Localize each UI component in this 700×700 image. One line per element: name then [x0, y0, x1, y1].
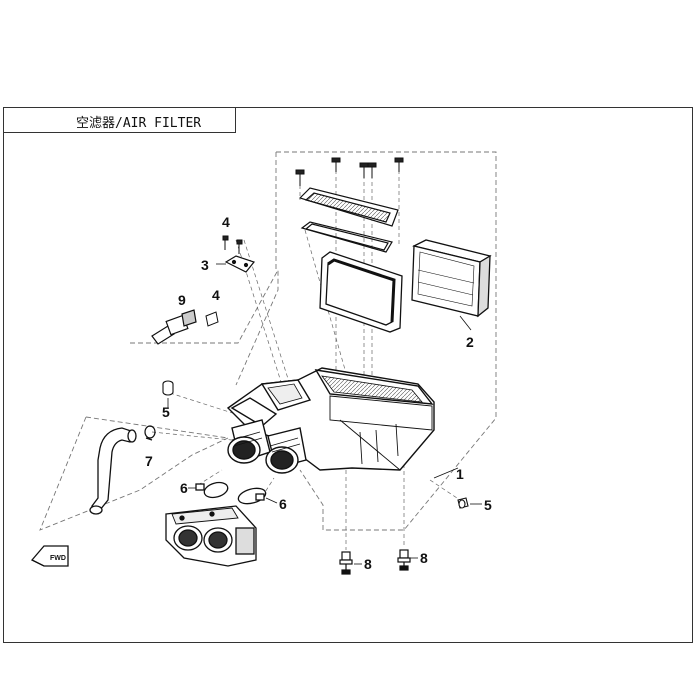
callout-4-upper: 4 [222, 214, 230, 230]
bolt-icon [295, 169, 305, 186]
bottom-bolts [339, 549, 411, 575]
callout-3: 3 [201, 257, 209, 273]
callout-7: 7 [145, 453, 153, 469]
throttle-body [165, 505, 257, 567]
hose-clamps [195, 481, 267, 505]
clamp [144, 425, 156, 441]
callout-8-left: 8 [364, 556, 372, 572]
fwd-arrow-icon: FWD [30, 545, 69, 567]
callout-2: 2 [466, 334, 474, 350]
callout-4-lower: 4 [212, 287, 220, 303]
filter-element [411, 239, 492, 318]
filter-cover [298, 187, 399, 227]
grommet [162, 380, 174, 396]
bolt-icon [394, 157, 404, 172]
filter-frame [319, 251, 403, 333]
diagram-frame [3, 107, 693, 643]
assembly-outline [275, 151, 497, 531]
callout-1: 1 [456, 466, 464, 482]
bracket [224, 255, 256, 273]
title-box [3, 107, 236, 133]
gasket [300, 221, 393, 253]
callout-8-right: 8 [420, 550, 428, 566]
breather-hose [89, 427, 137, 515]
top-bolts [295, 157, 404, 186]
hose-group-outline [39, 269, 279, 531]
bolt-icon [331, 157, 341, 172]
bolt-icon [359, 162, 377, 178]
bolt-icon [397, 549, 411, 571]
callout-5-right: 5 [484, 497, 492, 513]
intake-throats [227, 419, 307, 474]
callout-5-left: 5 [162, 404, 170, 420]
bolt-icon [339, 551, 353, 575]
sensor [151, 309, 197, 345]
callout-6-right: 6 [279, 496, 287, 512]
callout-leaders [167, 263, 482, 565]
leader-lines [151, 170, 461, 550]
callout-9: 9 [178, 292, 186, 308]
screw [205, 311, 219, 327]
fwd-label: FWD [50, 555, 66, 562]
grommet [457, 497, 469, 509]
bracket-screws [222, 235, 243, 254]
diagram-title: 空滤器/AIR FILTER [76, 116, 202, 131]
airbox-body [226, 367, 435, 471]
callout-numbers: 1 2 3 4 4 5 5 6 6 7 8 8 9 [145, 214, 492, 572]
callout-6-left: 6 [180, 480, 188, 496]
